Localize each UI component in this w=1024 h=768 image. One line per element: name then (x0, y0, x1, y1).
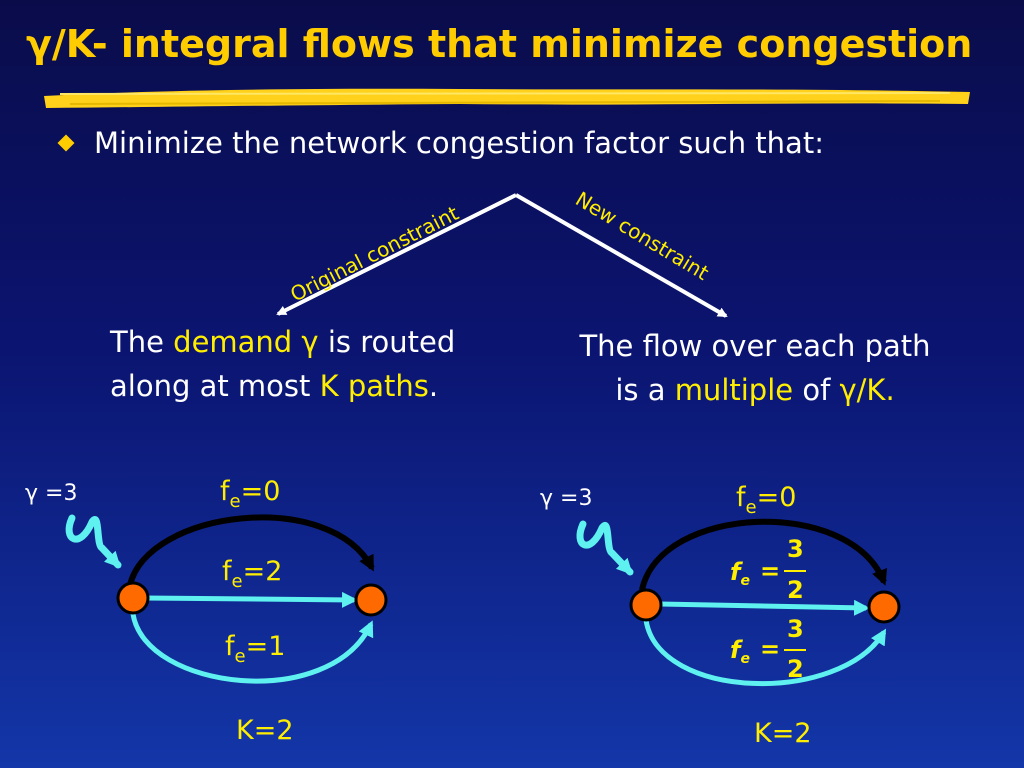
new-constraint-description: The flow over each path is a multiple of… (545, 324, 965, 412)
right-bottom-flow-fraction: fe = 3 2 (730, 615, 806, 683)
left-line-2: along at most K paths. (110, 364, 455, 408)
right-source-node (629, 588, 663, 622)
left-source-node (116, 581, 150, 615)
right-text-of: of (793, 373, 840, 407)
title-underline-brush (44, 88, 970, 108)
left-k-label: K=2 (236, 715, 294, 746)
right-top-edge (639, 518, 888, 591)
left-bottom-flow-label: fe=1 (225, 631, 285, 667)
left-bottom-edge (130, 613, 374, 684)
left-middle-edge (144, 591, 358, 608)
right-bottom-edge (643, 619, 887, 687)
right-bot-frac-num: 3 (787, 615, 804, 643)
left-sink-node (354, 583, 388, 617)
new-constraint-arrow (515, 193, 728, 318)
left-example: γ =3 fe=0 fe=2 fe=1 K=2 (25, 476, 388, 746)
right-top-flow-label: fe=0 (736, 482, 796, 518)
right-text-gamma-k: γ/K. (839, 373, 895, 407)
right-text-is-a: is a (615, 373, 675, 407)
right-middle-edge (659, 599, 870, 616)
right-bot-frac-eq: = (760, 635, 780, 663)
left-top-flow-label: fe=0 (220, 476, 280, 512)
right-demand-squiggle (576, 520, 634, 576)
original-constraint-arrow (276, 193, 517, 316)
right-bot-frac-den: 2 (787, 655, 804, 683)
right-gamma-label: γ =3 (540, 486, 592, 511)
right-k-label: K=2 (754, 718, 812, 749)
left-text-routed: is routed (318, 325, 456, 359)
left-top-edge (127, 514, 375, 586)
slide-title: γ/K- integral flows that minimize conges… (26, 22, 973, 66)
right-mid-frac-num: 3 (787, 535, 804, 563)
right-mid-frac-eq: = (760, 557, 780, 585)
left-middle-flow-label: fe=2 (222, 556, 282, 592)
left-text-along: along at most (110, 369, 320, 403)
original-constraint-description: The demand γ is routed along at most K p… (110, 320, 455, 408)
original-constraint-label: Original constraint (286, 201, 462, 307)
right-mid-frac-f: fe (730, 558, 750, 589)
left-text-the: The (110, 325, 174, 359)
right-line-1: The flow over each path (579, 329, 931, 363)
left-text-period: . (428, 369, 439, 403)
left-text-demand: demand γ (173, 325, 319, 359)
right-middle-flow-fraction: fe = 3 2 (730, 535, 806, 604)
bullet-text: Minimize the network congestion factor s… (94, 126, 824, 160)
left-demand-squiggle (65, 514, 122, 569)
left-gamma-label: γ =3 (25, 481, 77, 506)
left-text-kpaths: K paths (319, 369, 429, 403)
bullet-item: Minimize the network congestion factor s… (56, 126, 824, 160)
right-sink-node (867, 590, 901, 624)
left-line-1: The demand γ is routed (110, 320, 455, 364)
right-line-2: is a multiple of γ/K. (545, 368, 965, 412)
right-mid-frac-den: 2 (787, 576, 804, 604)
right-bot-frac-f: fe (730, 636, 750, 667)
right-text-multiple: multiple (674, 373, 794, 407)
new-constraint-label: New constraint (571, 187, 713, 285)
right-example: γ =3 fe=0 fe = 3 2 fe = 3 2 K=2 (540, 482, 901, 749)
